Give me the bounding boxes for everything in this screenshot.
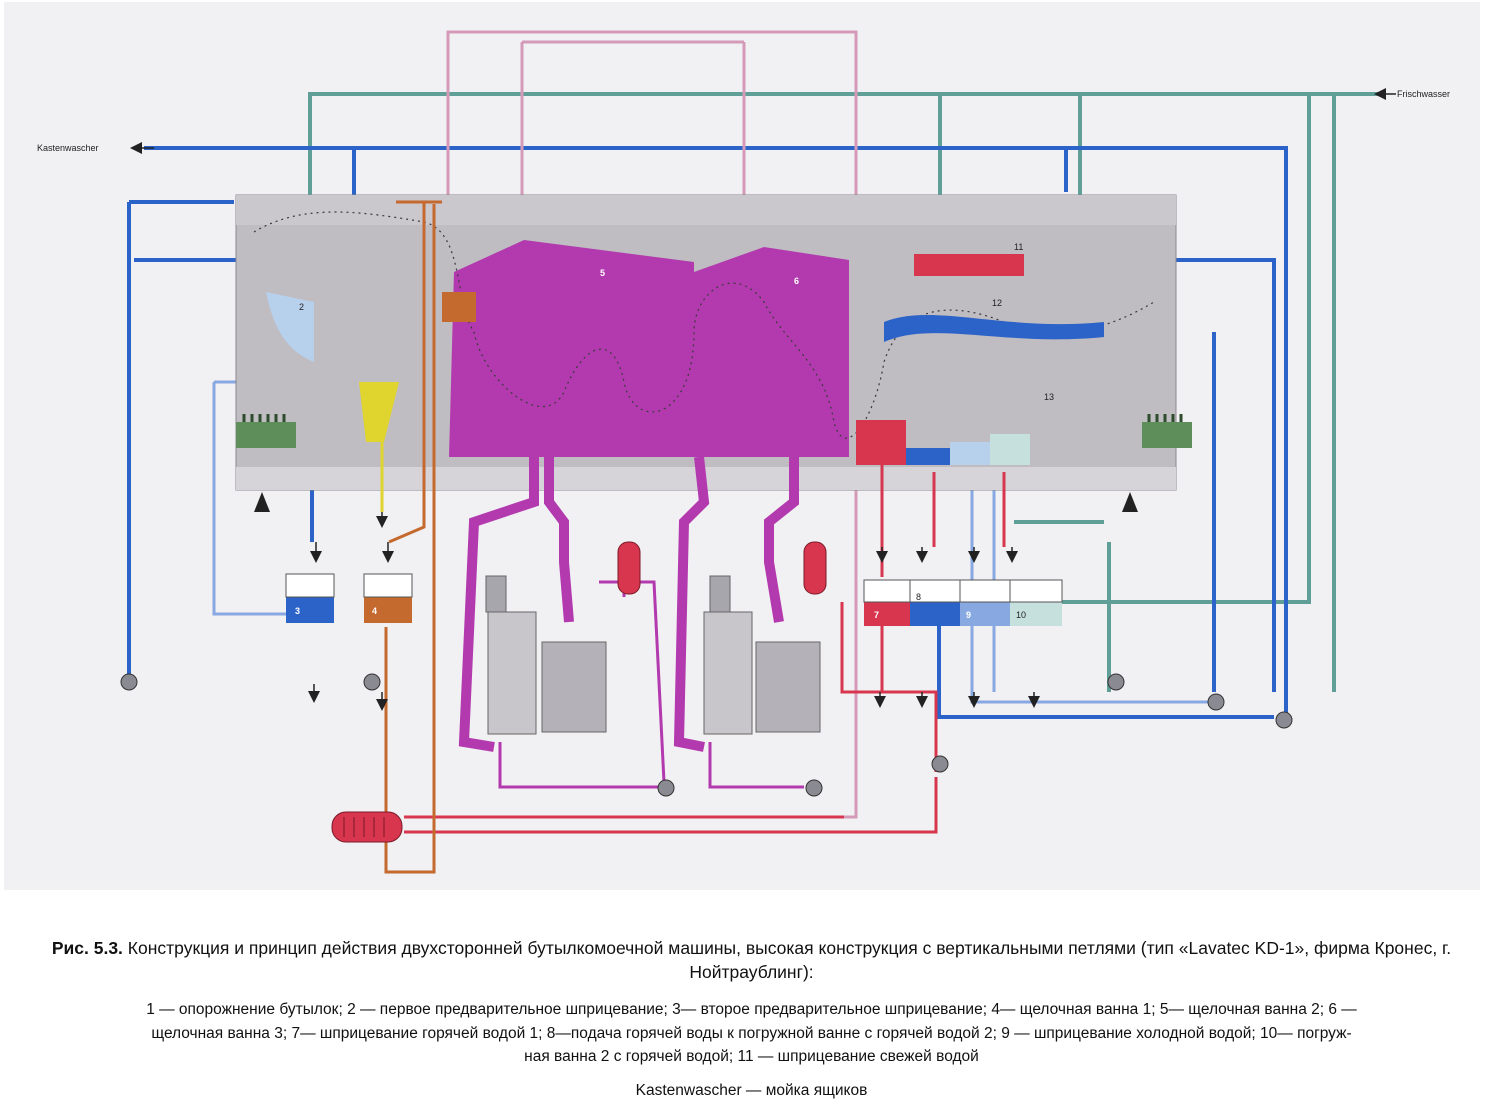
- legend-line: щелочная ванна 3; 7— шприцевание горячей…: [151, 1024, 1352, 1042]
- warm-water-tank: [906, 448, 950, 465]
- hot-water-pipes: [404, 462, 1006, 834]
- cold-water-tank: [950, 442, 990, 465]
- immersion-tank: [990, 434, 1030, 465]
- svg-text:5: 5: [600, 268, 605, 278]
- tank-4: 4: [363, 573, 413, 623]
- footnote: Kastenwascher — мойка ящиков: [635, 1082, 868, 1099]
- filter-unit-2: [703, 575, 821, 735]
- tank-9: 9: [959, 579, 1011, 626]
- figure-number: Рис. 5.3.: [51, 938, 123, 958]
- caustic-bath-5: 5: [449, 240, 694, 457]
- pre-rinse-header: [442, 292, 476, 322]
- figure-caption: Рис. 5.3. Конструкция и принцип действия…: [0, 936, 1503, 984]
- heat-exchanger: [331, 811, 403, 843]
- legend-line: 1 — опорожнение бутылок; 2 — первое пред…: [146, 1001, 1357, 1018]
- tank-3: 3: [285, 573, 335, 623]
- zone-12: 12: [884, 298, 1104, 342]
- legend-line: ная ванна 2 с горячей водой; 11 — шприце…: [524, 1048, 979, 1065]
- svg-text:11: 11: [1014, 242, 1023, 252]
- zone-13-label: 13: [1044, 392, 1054, 402]
- kastenwascher-label: Kastenwascher: [37, 143, 99, 153]
- svg-text:4: 4: [372, 606, 377, 616]
- figure-caption-text: Конструкция и принцип действия двухсторо…: [127, 938, 1452, 982]
- svg-text:2: 2: [299, 302, 304, 312]
- heaters: [617, 541, 827, 595]
- hot-water-spray-tank: [856, 420, 906, 465]
- pumps: [120, 673, 1293, 797]
- svg-text:10: 10: [1016, 610, 1026, 620]
- pre-rinse-pipes: [384, 200, 442, 874]
- svg-text:7: 7: [874, 610, 879, 620]
- caustic-bath-6: 6: [689, 247, 849, 457]
- figure-legend: 1 — опорожнение бутылок; 2 — первое пред…: [0, 998, 1503, 1069]
- yellow-spray-zone: [359, 382, 399, 442]
- filter-unit-1: [485, 575, 607, 735]
- tank-7: 7: [863, 579, 911, 626]
- tank-8: 8: [909, 579, 961, 626]
- svg-text:6: 6: [794, 276, 799, 286]
- svg-text:3: 3: [295, 606, 300, 616]
- svg-text:8: 8: [916, 592, 921, 602]
- machine-diagram: 5 6 2 11 12 13: [4, 2, 1480, 890]
- svg-text:12: 12: [992, 298, 1002, 308]
- fresh-water-pipes: [308, 92, 1384, 692]
- bottle-infeed: [236, 414, 296, 448]
- flow-arrows: [308, 512, 1040, 711]
- caustic-circulation: [458, 456, 799, 752]
- frischwasser-label: Frischwasser: [1397, 89, 1450, 99]
- fresh-water-spray-11: 11: [914, 242, 1024, 276]
- bottle-discharge: [1142, 414, 1192, 448]
- pre-rinse-zone-2: 2: [266, 292, 314, 362]
- caustic-return: [498, 580, 804, 789]
- tank-10: 10: [1009, 579, 1063, 626]
- svg-text:9: 9: [966, 610, 971, 620]
